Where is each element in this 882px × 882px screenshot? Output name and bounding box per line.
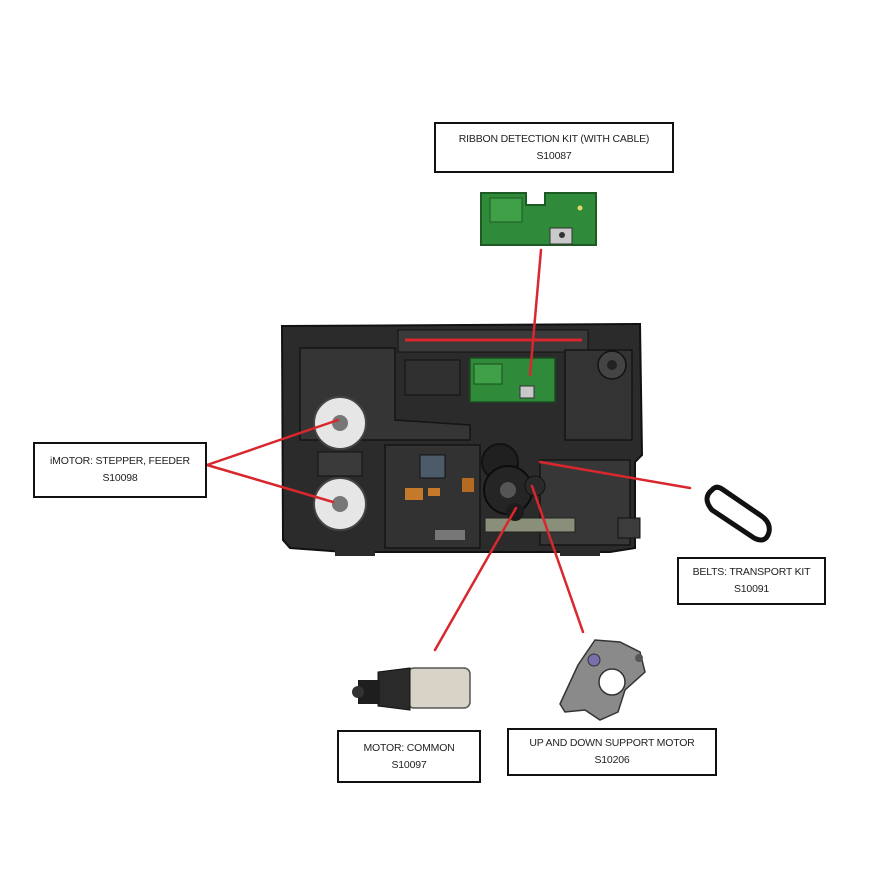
label-updown-name: UP AND DOWN SUPPORT MOTOR xyxy=(529,737,695,749)
label-up-down-support-motor: UP AND DOWN SUPPORT MOTOR S10206 xyxy=(507,728,717,776)
transport-belt xyxy=(704,484,772,543)
common-motor xyxy=(352,667,471,711)
label-stepper-code: S10098 xyxy=(102,472,138,484)
leader-stepper-lower xyxy=(205,463,335,504)
leader-stepper-upper xyxy=(205,418,340,467)
leader-lines xyxy=(205,248,692,652)
label-belts-code: S10091 xyxy=(733,583,769,595)
label-transport-belts: BELTS: TRANSPORT KIT S10091 xyxy=(677,557,826,605)
support-motor-bracket xyxy=(559,639,646,721)
label-updown-code: S10206 xyxy=(594,754,630,766)
label-common-name: MOTOR: COMMON xyxy=(363,741,455,754)
label-belts-name: BELTS: TRANSPORT KIT xyxy=(692,566,811,578)
label-ribbon-code: S10087 xyxy=(536,149,572,162)
label-common-code: S10097 xyxy=(391,758,427,771)
label-stepper-motor: iMOTOR: STEPPER, FEEDER S10098 xyxy=(33,442,207,498)
label-ribbon-name: RIBBON DETECTION KIT (WITH CABLE) xyxy=(458,132,650,145)
printer-chassis xyxy=(280,322,644,556)
leader-ribbon xyxy=(528,248,543,377)
leader-belts xyxy=(538,460,692,490)
leader-updown xyxy=(530,484,585,634)
label-common-motor: MOTOR: COMMON S10097 xyxy=(337,730,481,783)
leader-common xyxy=(433,506,518,652)
ribbon-detection-board xyxy=(480,192,597,246)
label-stepper-name: iMOTOR: STEPPER, FEEDER xyxy=(50,455,190,467)
label-ribbon-detection-kit: RIBBON DETECTION KIT (WITH CABLE) S10087 xyxy=(434,122,674,173)
